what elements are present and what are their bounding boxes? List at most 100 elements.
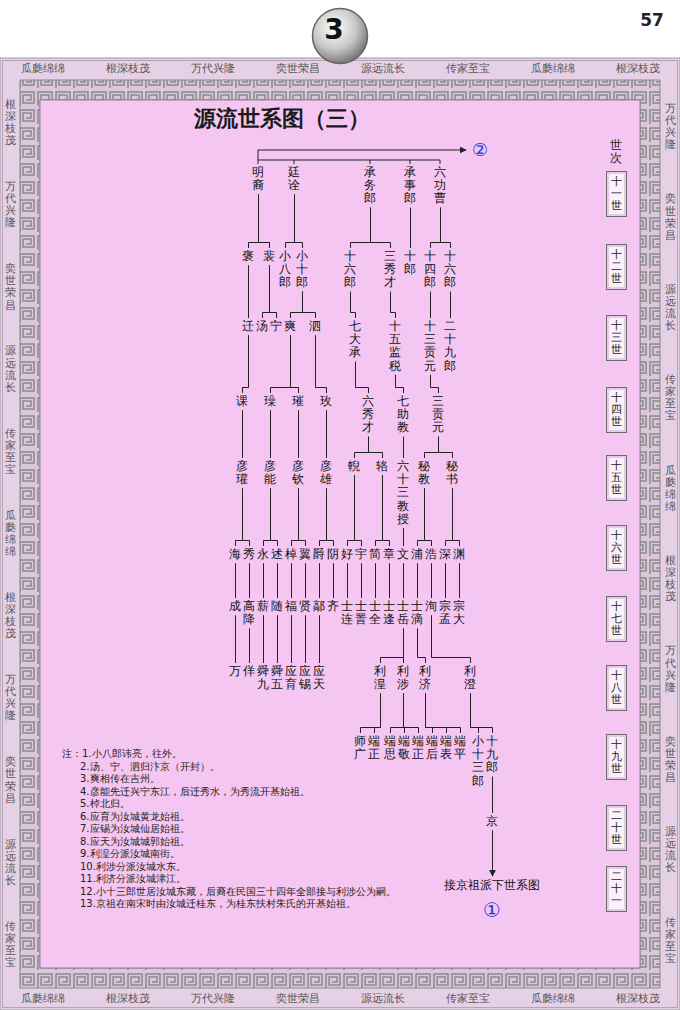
person-name: 泗 bbox=[309, 320, 321, 333]
lineage-line bbox=[249, 563, 250, 598]
name-text: 齐 bbox=[327, 600, 339, 613]
continuation-marker: ② bbox=[472, 139, 488, 161]
person-name: 简 bbox=[369, 548, 381, 561]
person-name: 课 bbox=[236, 395, 248, 408]
lineage-line bbox=[291, 292, 303, 318]
name-text: 秘教 bbox=[418, 460, 430, 486]
lineage-line bbox=[389, 563, 390, 598]
label-slot: 根深枝茂 bbox=[665, 555, 676, 603]
person-name: 六功曹 bbox=[434, 166, 446, 206]
name-text: 接京祖派下世系图 bbox=[444, 878, 540, 892]
generation-box: 十二世 bbox=[606, 244, 627, 290]
name-text: 廷诠 bbox=[288, 166, 300, 192]
note-line: 13.京祖在南宋时由汝城迁桂东，为桂东扶村朱氏的开基始祖。 bbox=[80, 898, 356, 910]
lineage-line bbox=[319, 615, 320, 663]
label-slot: 传家至宝 bbox=[446, 992, 490, 1005]
person-name: 永 bbox=[257, 548, 269, 561]
name-text: 輗 bbox=[348, 460, 360, 473]
name-text: 端思 bbox=[384, 735, 396, 761]
border-motto: 传家至宝 bbox=[446, 62, 490, 75]
person-name: 士逢 bbox=[383, 600, 395, 626]
generation-text: 十八世 bbox=[611, 670, 622, 706]
person-name: 万 bbox=[229, 665, 241, 678]
label-slot: 根深枝茂 bbox=[106, 992, 150, 1005]
border-motto: 万代兴隆 bbox=[665, 103, 676, 151]
person-name: 七助教 bbox=[397, 395, 409, 435]
person-name: 宇 bbox=[355, 548, 367, 561]
label-slot: 8.应天为汝城城郭始祖。 bbox=[80, 836, 190, 848]
person-name: 爵 bbox=[313, 548, 325, 561]
border-motto: 奕世荣昌 bbox=[665, 736, 676, 784]
name-text: 彦雄 bbox=[320, 460, 332, 486]
person-name: 三秀才 bbox=[384, 250, 396, 290]
generation-text: 十二世 bbox=[611, 249, 622, 285]
border-motto: 万代兴隆 bbox=[5, 674, 16, 722]
lineage-line bbox=[263, 563, 264, 598]
person-name: 小八郎 bbox=[279, 250, 291, 290]
name-text: 玫 bbox=[320, 395, 332, 408]
name-text: 应育 bbox=[285, 665, 297, 691]
name-text: 秘书 bbox=[446, 460, 458, 486]
lineage-line bbox=[426, 693, 461, 733]
label-slot: 源远流长 bbox=[665, 826, 676, 874]
generation-text: 十六世 bbox=[611, 530, 622, 566]
name-text: 端敬 bbox=[398, 735, 410, 761]
lineage-line bbox=[425, 437, 439, 458]
generation-box: 十七世 bbox=[606, 596, 627, 642]
person-name: 爽 bbox=[284, 320, 296, 333]
lineage-line bbox=[292, 488, 299, 546]
border-motto: 根深枝茂 bbox=[5, 592, 16, 640]
lineage-line bbox=[270, 410, 271, 458]
person-name: 好 bbox=[341, 548, 353, 561]
name-text: 翼 bbox=[299, 548, 311, 561]
generation-text: 十九世 bbox=[611, 739, 622, 775]
border-motto: 奕世荣昌 bbox=[5, 263, 16, 311]
person-name: 端表 bbox=[440, 735, 452, 761]
name-text: 端平 bbox=[454, 735, 466, 761]
name-text: 六秀才 bbox=[362, 395, 374, 435]
person-name: 十三贡元 bbox=[424, 320, 436, 373]
label-slot: 瓜瓞绵绵 bbox=[665, 465, 676, 513]
border-motto: 奕世荣昌 bbox=[276, 992, 320, 1005]
lineage-line bbox=[375, 563, 376, 598]
lineage-line bbox=[355, 437, 369, 458]
person-name: 六十三教授 bbox=[397, 460, 409, 526]
name-text: 师广 bbox=[354, 735, 366, 761]
label-slot: 13.京祖在南宋时由汝城迁桂东，为桂东扶村朱氏的开基始祖。 bbox=[80, 898, 356, 910]
person-name: 文 bbox=[397, 548, 409, 561]
person-name: 小十郎 bbox=[296, 250, 308, 290]
generation-box: 二十世 bbox=[606, 805, 627, 851]
person-name: 舜九 bbox=[257, 665, 269, 691]
name-text: 鄗 bbox=[313, 600, 325, 613]
lineage-line bbox=[235, 563, 236, 598]
label-slot: 奕世荣昌 bbox=[5, 756, 16, 804]
label-slot: ② bbox=[472, 139, 488, 161]
person-name: 舜五 bbox=[271, 665, 283, 691]
person-name: 彦能 bbox=[264, 460, 276, 486]
label-slot: 万代兴隆 bbox=[191, 62, 235, 75]
lineage-line bbox=[431, 563, 432, 598]
person-name: 彦瓘 bbox=[236, 460, 248, 486]
border-motto: 传家至宝 bbox=[446, 992, 490, 1005]
name-text: 利济 bbox=[419, 665, 431, 691]
lineage-line bbox=[351, 208, 371, 248]
border-motto: 根深枝茂 bbox=[106, 62, 150, 75]
lineage-line bbox=[271, 335, 291, 393]
name-text: 端后 bbox=[426, 735, 438, 761]
person-name: 齐 bbox=[327, 600, 339, 613]
note-line: 12.小十三郎世居汝城东藏，后裔在民国三十四年全部接与利涉公为嗣。 bbox=[80, 886, 396, 898]
lineage-line bbox=[299, 488, 306, 546]
label-slot: 源远流长 bbox=[665, 284, 676, 332]
sibling-bracket bbox=[258, 160, 440, 164]
border-motto: 传家至宝 bbox=[5, 921, 16, 969]
person-name: 十六郎 bbox=[444, 250, 456, 290]
generation-text: 十七世 bbox=[611, 601, 622, 637]
name-text: 端表 bbox=[440, 735, 452, 761]
lineage-line bbox=[430, 292, 431, 318]
lineage-line bbox=[249, 194, 259, 248]
lineage-line bbox=[425, 488, 432, 546]
border-motto: 瓜瓞绵绵 bbox=[531, 62, 575, 75]
label-slot: 奕世荣昌 bbox=[665, 736, 676, 784]
lineage-line bbox=[243, 335, 249, 393]
